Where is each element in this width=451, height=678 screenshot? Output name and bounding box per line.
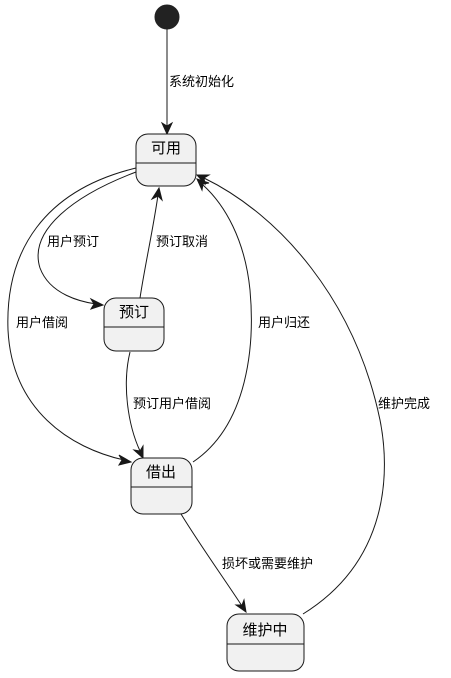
transition-reserved-to-borrowed (125, 351, 144, 460)
initial-state-node (154, 4, 180, 30)
transition-borrowed-to-maintenance-label: 损坏或需要维护 (222, 557, 313, 572)
transition-maintenance-to-available (195, 174, 385, 615)
state-reserved: 预订 (103, 297, 165, 352)
state-maintenance: 维护中 (226, 613, 305, 672)
transition-maintenance-to-available-label: 维护完成 (378, 397, 430, 412)
transition-available-to-borrowed-label: 用户借阅 (16, 315, 68, 331)
state-maintenance-label: 维护中 (242, 621, 287, 639)
transition-reserved-to-available (139, 186, 163, 299)
transition-init-label: 系统初始化 (169, 75, 234, 90)
transition-reserved-to-borrowed-label: 预订用户借阅 (133, 396, 211, 412)
state-available-label: 可用 (151, 139, 181, 157)
transition-available-to-reserved (37, 171, 137, 310)
state-borrowed: 借出 (130, 457, 193, 515)
transition-reserved-to-available-label: 预订取消 (156, 235, 208, 250)
transition-available-to-borrowed (7, 167, 137, 466)
transition-borrowed-to-available (192, 178, 252, 463)
state-available: 可用 (135, 133, 197, 187)
transition-init (160, 29, 174, 136)
transition-available-to-reserved-label: 用户预订 (47, 234, 99, 250)
state-borrowed-label: 借出 (146, 463, 176, 481)
state-reserved-label: 预订 (119, 303, 149, 321)
transition-borrowed-to-maintenance (180, 513, 247, 614)
transition-borrowed-to-available-label: 用户归还 (258, 315, 310, 331)
